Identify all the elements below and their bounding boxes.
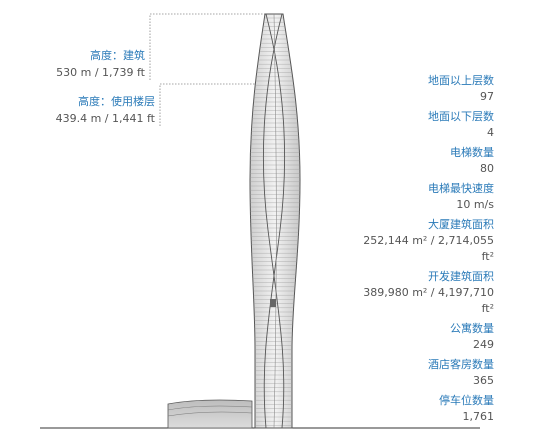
stat-value: 1,761 (462, 410, 495, 423)
stat-tower-gfa: 大厦建筑面积 252,144 m² / 2,714,055 ft² (350, 217, 494, 265)
stat-elevators: 电梯数量 80 (350, 145, 494, 177)
stat-key: 地面以上层数 (428, 74, 494, 87)
stat-development-gfa: 开发建筑面积 389,980 m² / 4,197,710 ft² (350, 269, 494, 317)
stat-value-unit: ft² (481, 250, 494, 263)
stat-parking: 停车位数量 1,761 (350, 393, 494, 425)
stat-value: 365 (473, 374, 494, 387)
stat-value: 80 (480, 162, 494, 175)
occupied-height-key: 高度：使用楼层 (78, 95, 155, 108)
tower-body (249, 13, 301, 429)
stat-hotel-rooms: 酒店客房数量 365 (350, 357, 494, 389)
stat-value: 252,144 m² / 2,714,055 (363, 234, 494, 247)
stat-apartments: 公寓数量 249 (350, 321, 494, 353)
building-stats: 地面以上层数 97 地面以下层数 4 电梯数量 80 电梯最快速度 10 m/s… (350, 73, 494, 429)
architectural-height-value: 530 m / 1,739 ft (56, 66, 145, 79)
stat-value: 389,980 m² / 4,197,710 (363, 286, 494, 299)
stat-key: 电梯数量 (450, 146, 494, 159)
stat-key: 公寓数量 (450, 322, 494, 335)
occupied-height-guide (159, 83, 262, 126)
stat-floors-below: 地面以下层数 4 (350, 109, 494, 141)
stat-key: 开发建筑面积 (428, 270, 494, 283)
stat-value: 249 (473, 338, 494, 351)
stat-value-unit: ft² (481, 302, 494, 315)
stat-key: 地面以下层数 (428, 110, 494, 123)
architectural-height-key: 高度：建筑 (90, 49, 145, 62)
stat-elevator-speed: 电梯最快速度 10 m/s (350, 181, 494, 213)
architectural-height-label: 高度：建筑 530 m / 1,739 ft (30, 47, 145, 81)
mechanical-floor (270, 299, 276, 307)
stat-floors-above: 地面以上层数 97 (350, 73, 494, 105)
occupied-height-value: 439.4 m / 1,441 ft (55, 112, 155, 125)
stat-key: 大厦建筑面积 (428, 218, 494, 231)
stat-value: 4 (487, 126, 494, 139)
tower-curves (262, 13, 286, 429)
stat-value: 97 (480, 90, 494, 103)
stat-key: 电梯最快速度 (428, 182, 494, 195)
stat-key: 停车位数量 (439, 394, 494, 407)
stat-key: 酒店客房数量 (428, 358, 494, 371)
occupied-height-label: 高度：使用楼层 439.4 m / 1,441 ft (30, 93, 155, 127)
stat-value: 10 m/s (456, 198, 494, 211)
podium (167, 399, 253, 429)
architectural-height-guide (149, 13, 265, 80)
height-guides (149, 13, 265, 126)
